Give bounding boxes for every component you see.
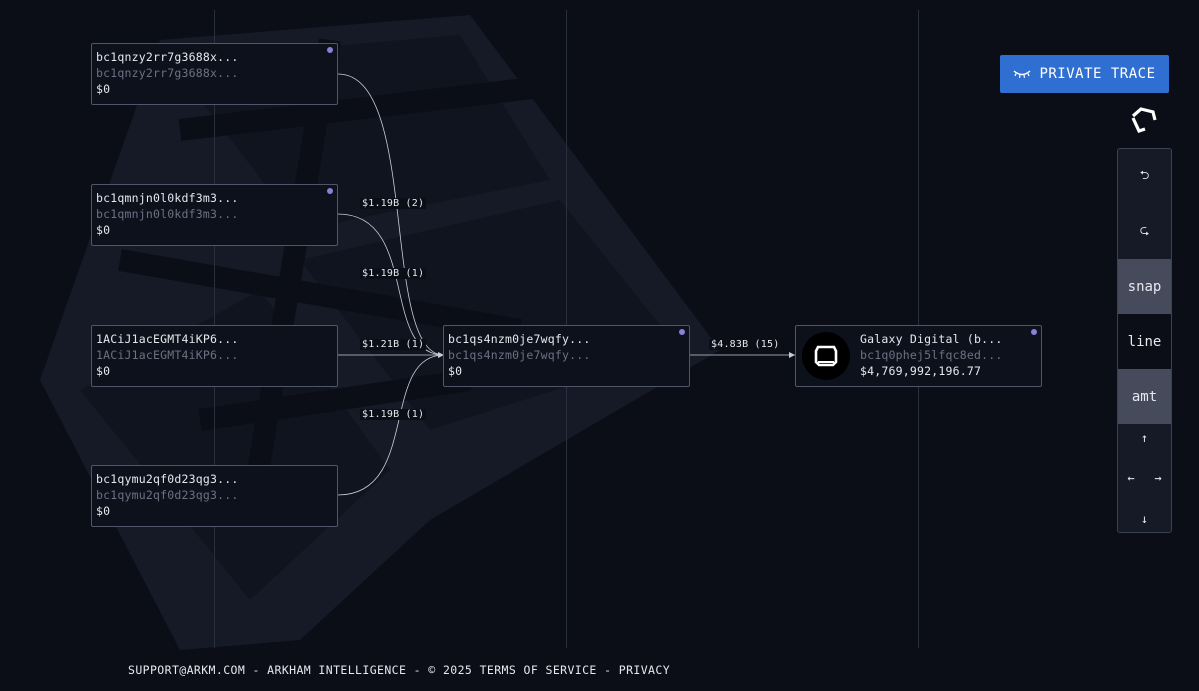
node-status-dot (327, 188, 333, 194)
support-email-link[interactable]: SUPPORT@ARKM.COM (128, 663, 246, 677)
address-node[interactable]: bc1qmnjn0l0kdf3m3... bc1qmnjn0l0kdf3m3..… (91, 184, 338, 246)
node-status-dot (1031, 329, 1037, 335)
edge-label-amount: $1.19B (1) (360, 409, 427, 420)
address-node[interactable]: bc1qymu2qf0d23qg3... bc1qymu2qf0d23qg3..… (91, 465, 338, 527)
redo-button[interactable]: ⮎ (1118, 204, 1171, 259)
node-address: bc1qymu2qf0d23qg3... (96, 488, 239, 502)
entity-name: Galaxy Digital (b... (860, 332, 1003, 346)
edge-label-amount: $1.19B (1) (360, 268, 427, 279)
address-node[interactable]: 1ACiJ1acEGMT4iKP6... 1ACiJ1acEGMT4iKP6..… (91, 325, 338, 387)
entity-address: bc1q0phej5lfqc8ed... (860, 348, 1003, 362)
undo-button[interactable]: ⮌ (1118, 149, 1171, 204)
address-node-center[interactable]: bc1qs4nzm0je7wqfy... bc1qs4nzm0je7wqfy..… (443, 325, 690, 387)
node-address: bc1qmnjn0l0kdf3m3... (96, 207, 239, 221)
entity-balance: $4,769,992,196.77 (860, 364, 982, 378)
arkham-logo-icon[interactable] (1129, 106, 1157, 134)
node-balance: $0 (96, 504, 111, 518)
arrow-up-icon: ↑ (1140, 431, 1149, 445)
snap-toggle[interactable]: snap (1118, 259, 1171, 314)
galaxy-digital-logo-icon (814, 345, 838, 367)
node-name: bc1qs4nzm0je7wqfy... (448, 332, 591, 346)
company-name: ARKHAM INTELLIGENCE (267, 663, 407, 677)
pan-down-button[interactable]: ↓ (1118, 505, 1171, 532)
node-name: bc1qymu2qf0d23qg3... (96, 472, 239, 486)
undo-icon: ⮌ (1139, 168, 1150, 182)
node-name: 1ACiJ1acEGMT4iKP6... (96, 332, 239, 346)
pan-right-button[interactable]: → (1145, 464, 1171, 492)
node-address: bc1qs4nzm0je7wqfy... (448, 348, 591, 362)
footer-separator: - (245, 663, 268, 677)
terms-of-service-link[interactable]: TERMS OF SERVICE (479, 663, 597, 677)
edge-n2-center (337, 213, 445, 356)
footer-separator: - (596, 663, 619, 677)
amt-toggle[interactable]: amt (1118, 369, 1171, 424)
eye-closed-icon (1013, 70, 1031, 78)
footer-copyright: - © 2025 (406, 663, 480, 677)
node-name: bc1qmnjn0l0kdf3m3... (96, 191, 239, 205)
address-node[interactable]: bc1qnzy2rr7g3688x... bc1qnzy2rr7g3688x..… (91, 43, 338, 105)
edge-label-amount: $1.21B (1) (360, 339, 427, 350)
private-trace-label: PRIVATE TRACE (1039, 66, 1156, 82)
node-balance: $0 (96, 364, 111, 378)
node-address: 1ACiJ1acEGMT4iKP6... (96, 348, 239, 362)
edge-label-amount: $4.83B (15) (709, 339, 782, 350)
node-name: bc1qnzy2rr7g3688x... (96, 50, 239, 64)
graph-control-panel: ⮌ ⮎ snap line amt ↑ ← → ↓ (1117, 148, 1172, 533)
arrow-right-icon: → (1154, 471, 1162, 485)
pan-up-button[interactable]: ↑ (1118, 424, 1171, 452)
node-status-dot (679, 329, 685, 335)
edge-label-amount: $1.19B (2) (360, 198, 427, 209)
edge-n1-center (337, 73, 445, 356)
entity-avatar (802, 332, 850, 380)
privacy-link[interactable]: PRIVACY (618, 663, 671, 677)
node-status-dot (327, 47, 333, 53)
edge-n4-center (337, 354, 445, 496)
entity-node-galaxy-digital[interactable]: Galaxy Digital (b... bc1q0phej5lfqc8ed..… (795, 325, 1042, 387)
node-balance: $0 (448, 364, 463, 378)
line-toggle[interactable]: line (1118, 314, 1171, 369)
footer: SUPPORT@ARKM.COM - ARKHAM INTELLIGENCE -… (128, 663, 670, 677)
node-address: bc1qnzy2rr7g3688x... (96, 66, 239, 80)
arrow-left-icon: ← (1127, 471, 1135, 485)
private-trace-button[interactable]: PRIVATE TRACE (1000, 55, 1169, 93)
node-balance: $0 (96, 223, 111, 237)
redo-icon: ⮎ (1139, 223, 1150, 237)
arrow-down-icon: ↓ (1140, 512, 1149, 526)
node-balance: $0 (96, 82, 111, 96)
pan-left-button[interactable]: ← (1118, 464, 1144, 492)
